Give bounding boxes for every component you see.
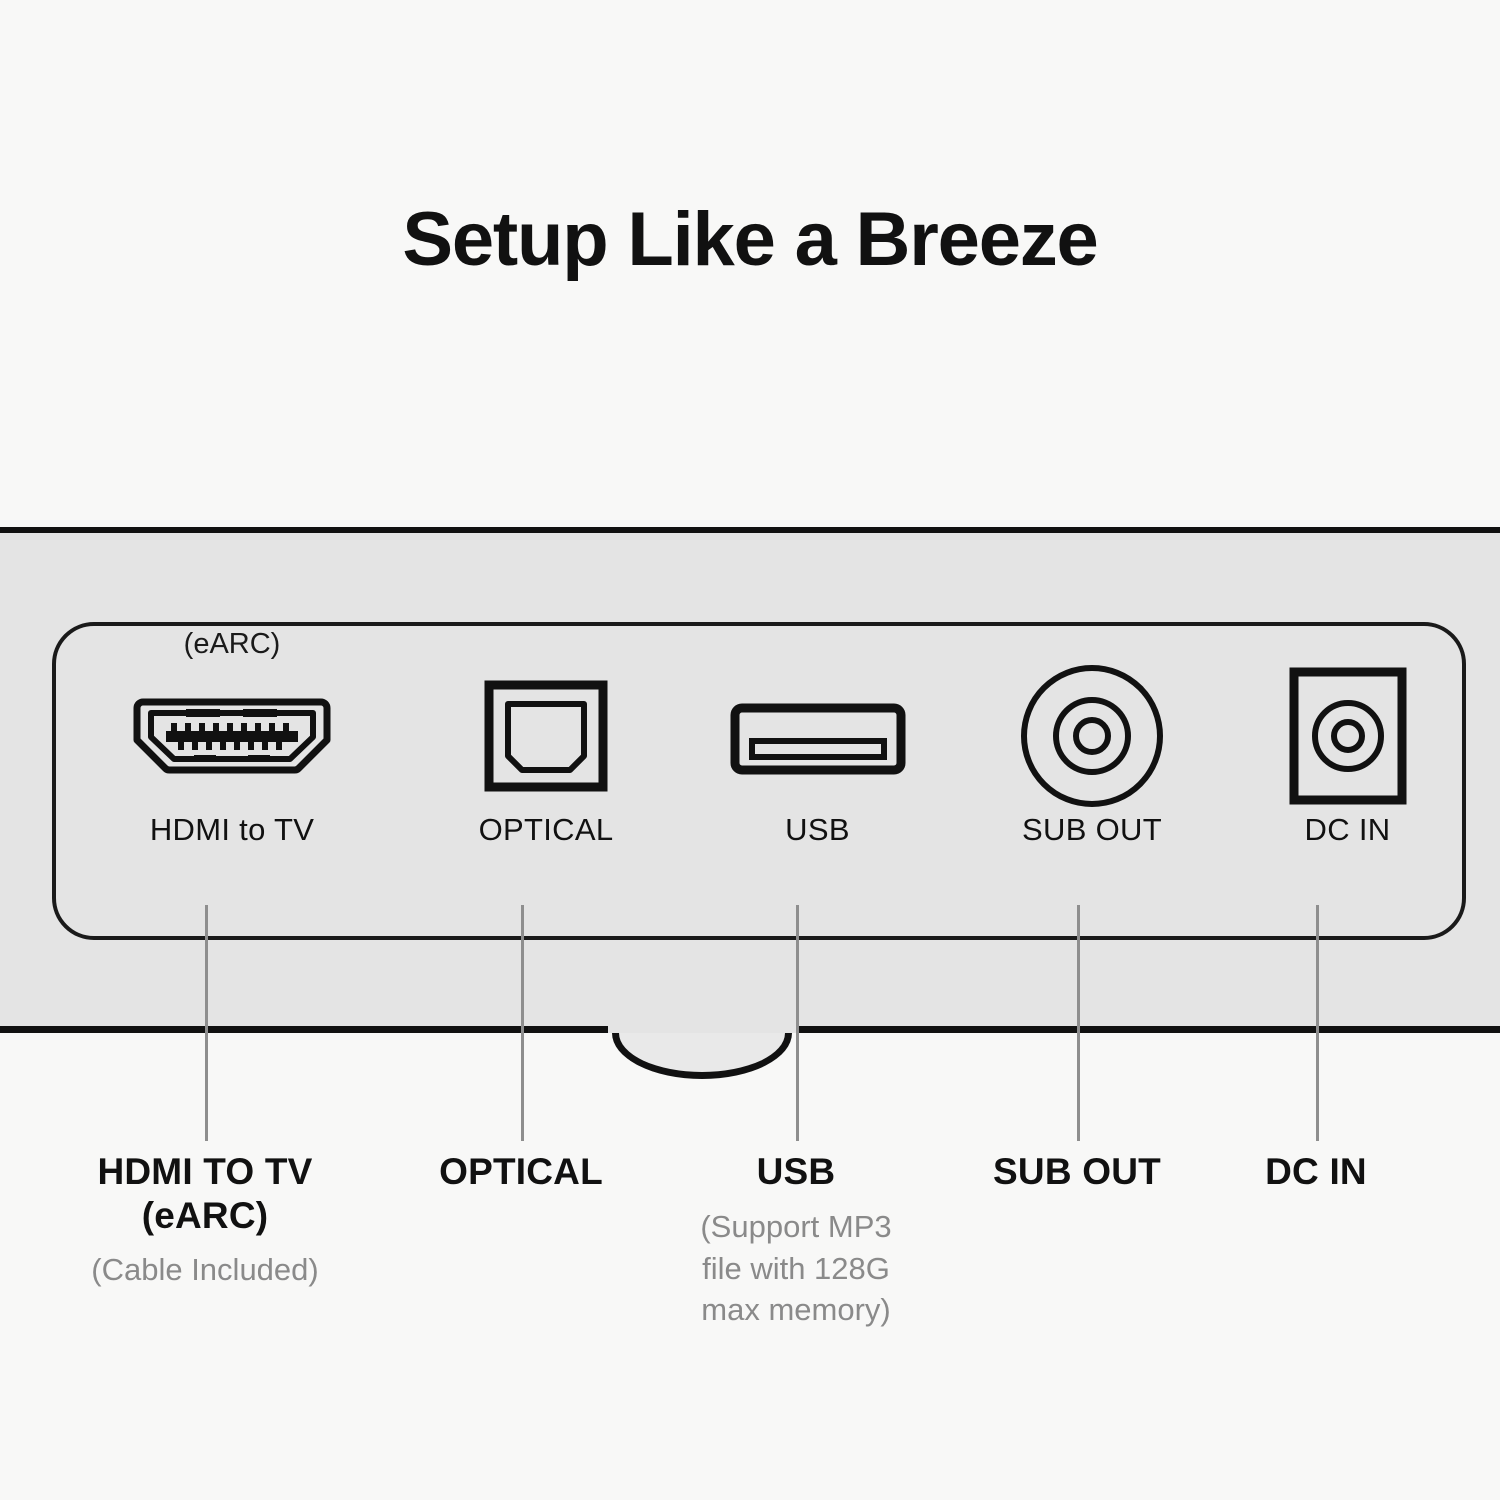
- rca-jack-icon: [1017, 665, 1167, 807]
- leader-line-usb: [796, 905, 799, 1141]
- device-notch-mask: [608, 1019, 796, 1033]
- leader-line-optical: [521, 905, 524, 1141]
- caption-usb-subtitle-line2: file with 128G: [702, 1250, 890, 1286]
- caption-dc-in: DC IN: [1196, 1150, 1436, 1194]
- caption-usb-title: USB: [756, 1151, 836, 1192]
- page-title: Setup Like a Breeze: [402, 197, 1098, 282]
- caption-dc-in-title: DC IN: [1265, 1151, 1367, 1192]
- caption-usb-subtitle-line1: (Support MP3: [700, 1208, 892, 1244]
- optical-toslink-port-icon: [484, 666, 608, 806]
- caption-hdmi: HDMI TO TV (eARC) (Cable Included): [35, 1150, 375, 1291]
- leader-line-hdmi: [205, 905, 208, 1141]
- port-dc-in-label: DC IN: [1304, 812, 1391, 847]
- ports-row: (eARC): [52, 622, 1466, 940]
- port-sub-out-label: SUB OUT: [1022, 812, 1162, 847]
- caption-usb-subtitle: (Support MP3 file with 128G max memory): [656, 1206, 936, 1332]
- device-rear-panel: [0, 527, 1500, 1033]
- caption-hdmi-title-line2: (eARC): [141, 1194, 269, 1236]
- caption-sub-out: SUB OUT: [947, 1150, 1207, 1194]
- hdmi-port-icon: [133, 666, 331, 806]
- port-panel-outline: [52, 622, 1466, 940]
- caption-usb: USB (Support MP3 file with 128G max memo…: [656, 1150, 936, 1331]
- caption-hdmi-title: HDMI TO TV (eARC): [35, 1150, 375, 1237]
- port-usb-label: USB: [785, 812, 850, 847]
- caption-hdmi-title-line1: HDMI TO TV: [97, 1151, 313, 1192]
- leader-line-dc-in: [1316, 905, 1319, 1141]
- port-hdmi[interactable]: (eARC): [52, 622, 412, 940]
- port-dc-in[interactable]: DC IN: [1229, 622, 1466, 940]
- usb-port-icon: [730, 666, 906, 806]
- port-usb[interactable]: USB: [680, 622, 955, 940]
- port-hdmi-label: HDMI to TV: [149, 812, 315, 847]
- caption-hdmi-subtitle: (Cable Included): [91, 1252, 319, 1288]
- port-optical-label: OPTICAL: [478, 812, 614, 847]
- captions-row: HDMI TO TV (eARC) (Cable Included) OPTIC…: [0, 1150, 1500, 1410]
- caption-optical-title: OPTICAL: [439, 1151, 603, 1192]
- leader-line-sub-out: [1077, 905, 1080, 1141]
- port-hdmi-supra-label: (eARC): [183, 628, 281, 660]
- caption-optical: OPTICAL: [391, 1150, 651, 1194]
- dc-power-jack-icon: [1288, 666, 1408, 806]
- port-optical[interactable]: OPTICAL: [412, 622, 680, 940]
- caption-sub-out-title: SUB OUT: [993, 1151, 1161, 1192]
- port-sub-out[interactable]: SUB OUT: [955, 622, 1229, 940]
- caption-usb-subtitle-line3: max memory): [701, 1292, 891, 1328]
